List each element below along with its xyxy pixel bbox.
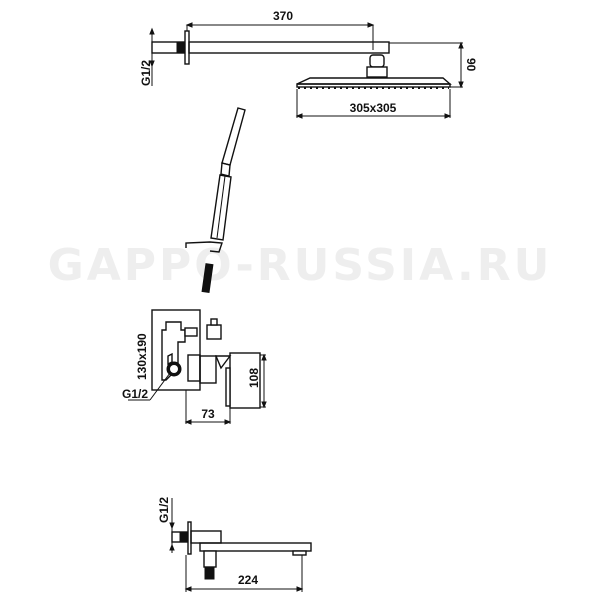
spout-thread-label: G1/2 — [157, 497, 171, 523]
head-size-label: 305x305 — [350, 101, 397, 115]
mixer-height-label: 108 — [247, 368, 261, 388]
mixer-thread-label: G1/2 — [122, 387, 148, 401]
overhead-thread-label: G1/2 — [139, 60, 153, 86]
spout: G1/2 224 — [157, 497, 312, 592]
drop-height-label: 90 — [464, 58, 478, 72]
spout-length-label: 224 — [238, 573, 258, 587]
arm-length-label: 370 — [273, 9, 293, 23]
mixer-depth-label: 73 — [201, 407, 215, 421]
overhead-shower: G1/2 370 90 305x305 — [139, 9, 478, 119]
box-size-label: 130x190 — [135, 333, 149, 380]
watermark: GAPPO-RUSSIA.RU — [48, 240, 553, 291]
mixer: 130x190 G1/2 73 108 — [122, 309, 267, 425]
hand-shower — [185, 107, 246, 293]
